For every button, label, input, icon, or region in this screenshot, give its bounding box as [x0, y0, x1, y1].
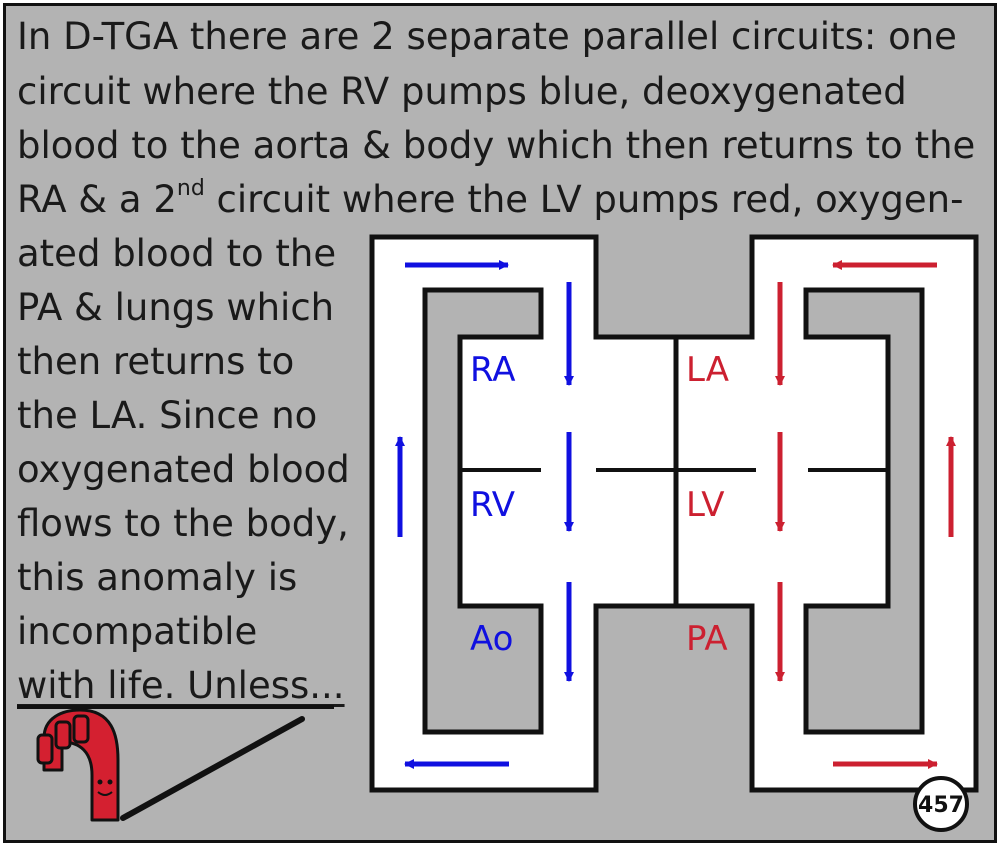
text-line-2: circuit where the RV pumps blue, deoxyge… [17, 70, 907, 113]
text-line-5: ated blood to the [17, 232, 337, 275]
text-line-7: then returns to [17, 340, 295, 383]
label-pa: PA [686, 619, 728, 659]
text-line-8: the LA. Since no [17, 394, 318, 437]
label-ra: RA [470, 350, 516, 390]
text-line-6: PA & lungs which [17, 286, 335, 329]
teaser-line [120, 716, 305, 821]
text-line-10: flows to the body, [17, 502, 349, 545]
label-ao: Ao [470, 619, 513, 659]
text-line-4-sup: nd [176, 176, 205, 201]
text-line-4: RA & a 2nd circuit where the LV pumps re… [17, 178, 964, 221]
text-line-4-pre: RA & a 2 [17, 178, 177, 221]
label-lv: LV [686, 485, 724, 525]
label-rv: RV [470, 485, 515, 525]
label-la: LA [686, 350, 729, 390]
left-circuit-inner [803, 287, 925, 735]
text-line-11: this anomaly is [17, 556, 298, 599]
right-circuit-inner [422, 287, 544, 735]
text-line-3: blood to the aorta & body which then ret… [17, 124, 976, 167]
page-number: 457 [918, 793, 964, 818]
text-line-12: incompatible [17, 610, 258, 653]
page-number-badge [913, 776, 969, 832]
text-line-13: with life. Unless... [17, 664, 345, 707]
text-line-1: In D-TGA there are 2 separate parallel c… [17, 15, 957, 58]
text-line-4-post: circuit where the LV pumps red, oxygen- [204, 178, 964, 221]
aorta-mascot-icon [36, 708, 120, 822]
text-line-9: oxygenated blood [17, 448, 350, 491]
